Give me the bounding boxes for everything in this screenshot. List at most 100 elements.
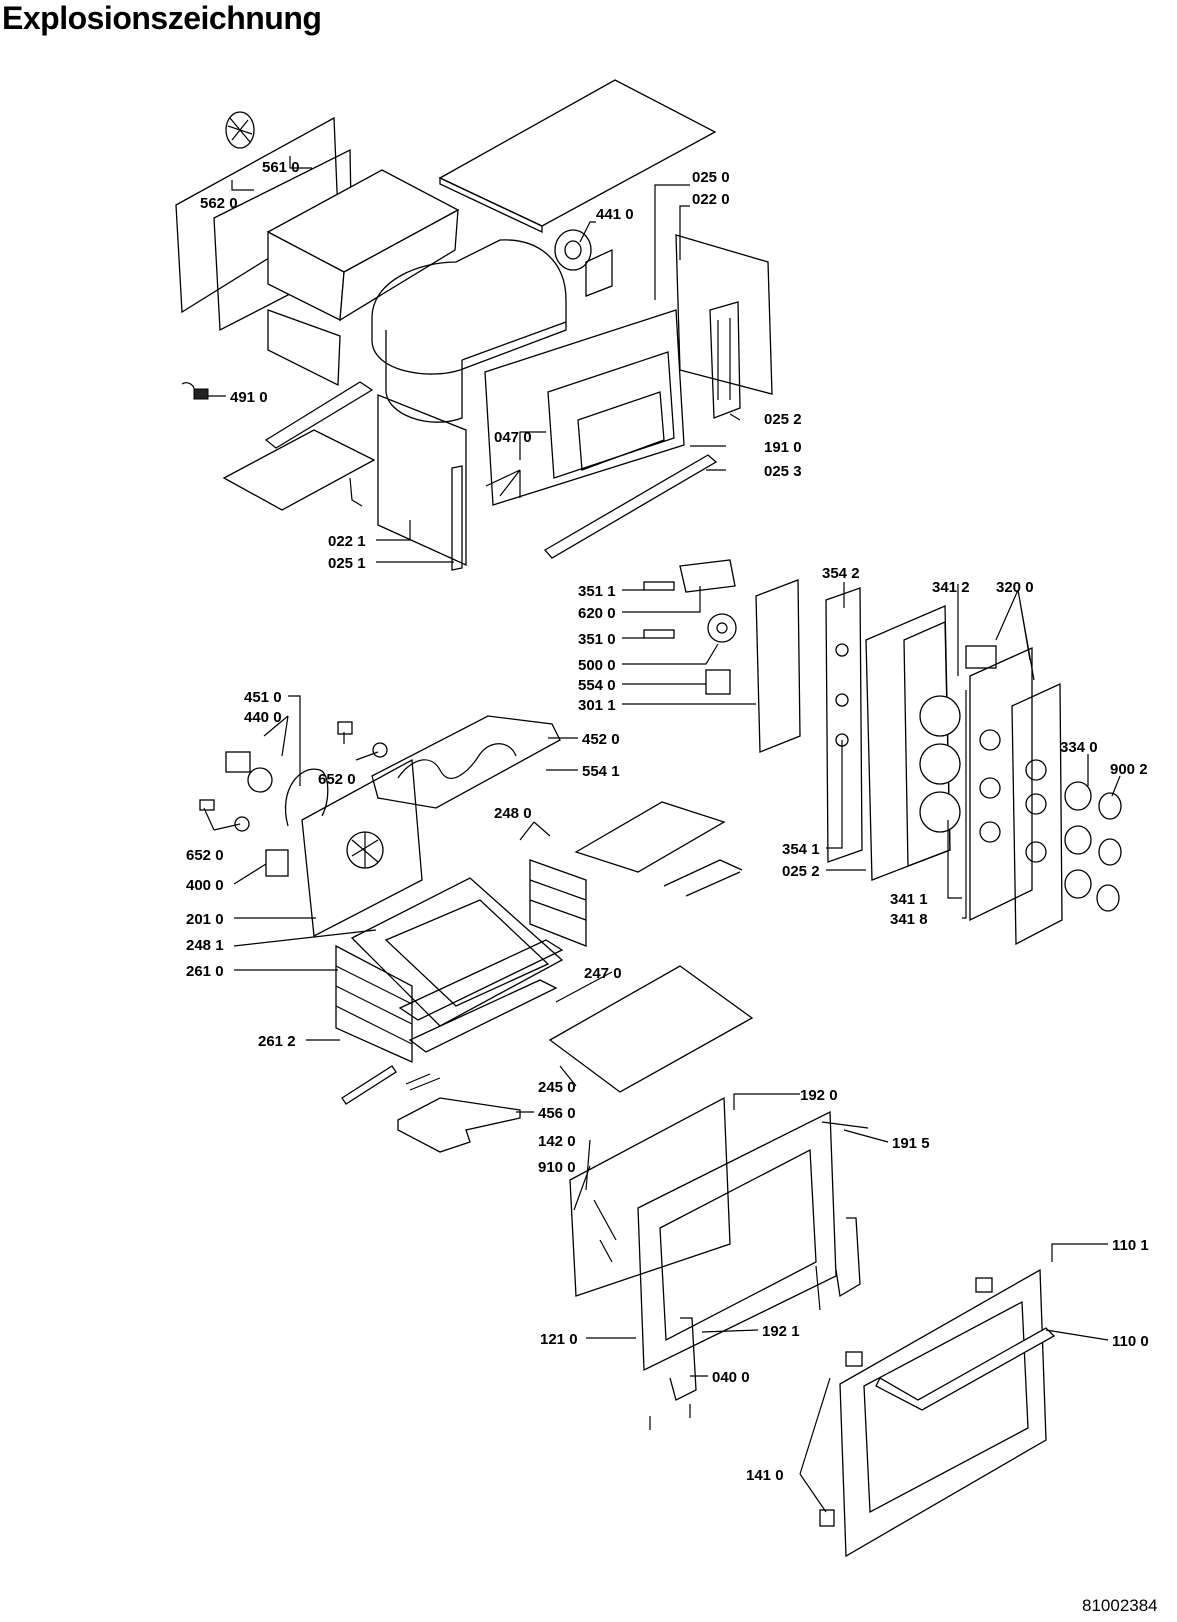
label-456-0: 456 0: [538, 1105, 576, 1122]
label-354-2: 354 2: [822, 565, 860, 582]
label-620-0: 620 0: [578, 605, 616, 622]
clock-module: [679, 559, 736, 593]
muffle-side-panel: [377, 394, 467, 567]
door-handle-bracket-1: [975, 1277, 993, 1293]
knob-seat-1: [919, 695, 961, 737]
control-circuit-board: [825, 587, 863, 863]
rear-wall-plate: [301, 758, 423, 938]
label-201-0: 201 0: [186, 911, 224, 928]
label-554-1: 554 1: [582, 763, 620, 780]
document-number: 81002384: [1082, 1596, 1158, 1615]
baking-tray-frame: [350, 877, 564, 1027]
door-handle: [875, 1327, 1056, 1411]
front-fascia-inner: [969, 646, 1033, 922]
label-400-0: 400 0: [186, 877, 224, 894]
control-housing-face: [903, 621, 951, 867]
door-handle-bracket-2: [845, 1351, 863, 1367]
door-group: [569, 1096, 1056, 1558]
circular-heater-element: [284, 768, 329, 827]
insulation-lower: [267, 309, 341, 387]
door-outer-window: [863, 1300, 1029, 1514]
label-040-0: 040 0: [712, 1369, 750, 1386]
label-351-0: 351 0: [578, 631, 616, 648]
lower-rail: [341, 1065, 397, 1105]
control-bracket: [709, 301, 741, 419]
label-351-1: 351 1: [578, 583, 616, 600]
label-554-0: 554 0: [578, 677, 616, 694]
door-inner-glass: [569, 1096, 731, 1297]
label-652-0-right: 652 0: [318, 771, 356, 788]
label-121-0: 121 0: [540, 1331, 578, 1348]
front-fascia-outer: [1011, 682, 1063, 946]
label-022-0: 022 0: [692, 191, 730, 208]
label-301-1: 301 1: [578, 697, 616, 714]
front-frame-inner: [577, 391, 665, 471]
front-frame-outer: [484, 309, 685, 506]
front-side-bar: [451, 465, 463, 571]
label-440-0: 440 0: [244, 709, 282, 726]
small-component-part: [193, 388, 209, 400]
temperature-limiter: [265, 849, 289, 877]
label-191-0: 191 0: [764, 439, 802, 456]
lamp-holder-1: [337, 721, 353, 735]
rack-clips: [663, 859, 743, 897]
door-bottom-bracket: [819, 1509, 835, 1527]
label-025-2-top: 025 2: [764, 411, 802, 428]
side-runners: [529, 859, 587, 947]
telescopic-runner-2: [408, 979, 558, 1053]
label-341-2: 341 2: [932, 579, 970, 596]
part-labels: 561 0 562 0 491 0 441 0 025 0 022 0 025 …: [186, 159, 1149, 1484]
label-142-0: 142 0: [538, 1133, 576, 1150]
label-025-0: 025 0: [692, 169, 730, 186]
label-500-0: 500 0: [578, 657, 616, 674]
label-247-0: 247 0: [584, 965, 622, 982]
side-rack-frame: [335, 944, 413, 1064]
knob-seat-3: [919, 791, 961, 833]
label-910-0: 910 0: [538, 1159, 576, 1176]
bottom-rail-front: [543, 454, 718, 559]
label-261-2: 261 2: [258, 1033, 296, 1050]
label-341-1: 341 1: [890, 891, 928, 908]
switch-block: [705, 669, 731, 695]
rear-fan-part: [225, 111, 255, 149]
label-141-0: 141 0: [746, 1467, 784, 1484]
label-248-1: 248 1: [186, 937, 224, 954]
label-261-0: 261 0: [186, 963, 224, 980]
label-652-0-left: 652 0: [186, 847, 224, 864]
door-inner-frame: [637, 1110, 837, 1372]
controls-group: [643, 559, 1122, 946]
label-110-1: 110 1: [1112, 1237, 1149, 1254]
insulation-side: [339, 208, 459, 322]
label-341-8: 341 8: [890, 911, 928, 928]
leader-lines: [203, 156, 1121, 1513]
label-562-0: 562 0: [200, 195, 238, 212]
label-451-0: 451 0: [244, 689, 282, 706]
outer-casing-group: [175, 79, 773, 571]
door-hinge-left: [669, 1317, 697, 1401]
interior-group: [199, 715, 754, 1153]
control-knobs: [1064, 781, 1122, 912]
label-452-0: 452 0: [582, 731, 620, 748]
label-192-0: 192 0: [800, 1087, 838, 1104]
page-title: Explosionszeichnung: [2, 0, 322, 36]
label-025-2-mid: 025 2: [782, 863, 820, 880]
knob-seat-2: [919, 743, 961, 785]
door-outer-panel: [839, 1268, 1047, 1558]
door-hinge-right: [835, 1217, 861, 1298]
label-022-1: 022 1: [328, 533, 366, 550]
label-047-0: 047 0: [494, 429, 532, 446]
label-025-3: 025 3: [764, 463, 802, 480]
door-inner-window: [659, 1148, 817, 1342]
label-110-0: 110 0: [1112, 1333, 1149, 1350]
label-248-0: 248 0: [494, 805, 532, 822]
oven-muffle-body: [385, 321, 567, 423]
telescopic-runner-1: [398, 939, 564, 1021]
bottom-rail-left: [264, 381, 374, 449]
label-561-0: 561 0: [262, 159, 300, 176]
oven-muffle: [371, 239, 567, 375]
control-hinge: [965, 645, 997, 669]
label-320-0: 320 0: [996, 579, 1034, 596]
label-245-0: 245 0: [538, 1079, 576, 1096]
bottom-tray-left: [222, 429, 376, 511]
